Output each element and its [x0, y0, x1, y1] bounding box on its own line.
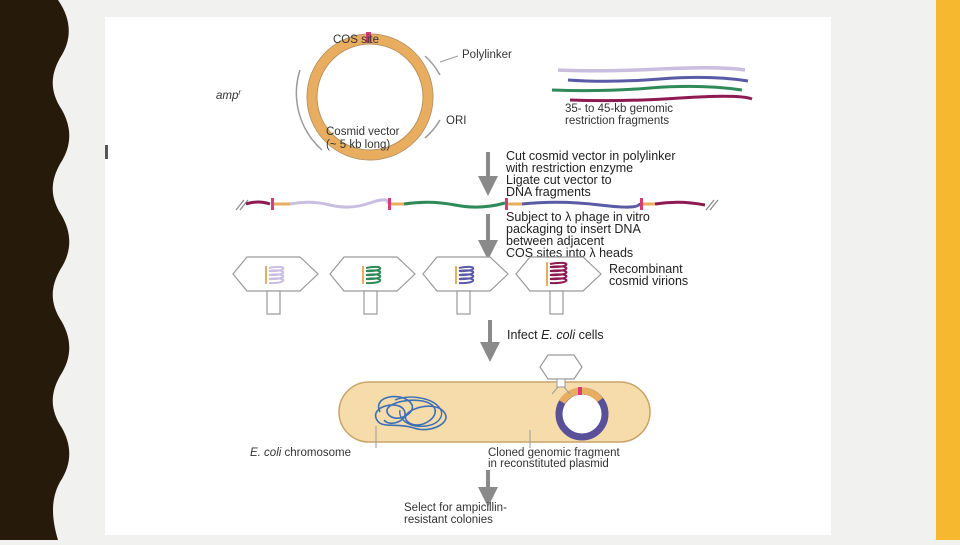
fragment-lavender	[557, 65, 746, 73]
fragment-green	[551, 84, 743, 93]
cut-step-line2: with restriction enzyme	[505, 161, 633, 175]
package-step-line3: between adjacent	[506, 234, 605, 248]
attached-phage	[539, 354, 583, 395]
amp-region-arc	[295, 69, 323, 151]
fragment-maroon	[569, 94, 753, 103]
ecoli-cell	[338, 381, 651, 443]
virions-label-line1: Recombinant	[609, 262, 683, 276]
chromosome-tangle	[375, 395, 447, 431]
cut-step-line4: DNA fragments	[506, 185, 591, 199]
polylinker-arc	[424, 55, 441, 76]
ori-label: ORI	[446, 115, 466, 127]
package-step-line1: Subject to λ phage in vitro	[506, 210, 650, 224]
cloned-fragment-label-line1: Cloned genomic fragment	[488, 447, 620, 459]
phage-head-green	[329, 256, 416, 315]
ori-arc	[424, 119, 441, 139]
cos-site-label: COS site	[333, 34, 379, 46]
right-accent-band	[936, 0, 960, 540]
cosmid-vector: COS site Polylinker ampr ORI Cosmid vect…	[216, 32, 512, 161]
chromosome-label: E. coli chromosome	[250, 447, 351, 459]
small-mark	[105, 145, 108, 159]
ligated-concatemer	[235, 198, 719, 211]
cloned-fragment-label-line2: in reconstituted plasmid	[488, 458, 609, 470]
package-step-line2: packaging to insert DNA	[506, 222, 641, 236]
left-decorative-band	[0, 0, 72, 540]
genomic-fragments: 35- to 45-kb genomic restriction fragmen…	[551, 65, 753, 127]
cos-site-mark	[366, 32, 371, 43]
fragments-label-line1: 35- to 45-kb genomic	[565, 103, 673, 115]
cut-step-line1: Cut cosmid vector in polylinker	[506, 149, 676, 163]
select-step-line1: Select for ampicillin-	[404, 502, 507, 514]
phage-head-blue	[422, 256, 509, 315]
cut-step-line3: Ligate cut vector to	[506, 173, 612, 187]
infect-step-label: Infect E. coli cells	[507, 328, 604, 342]
fragments-label-line2: restriction fragments	[565, 115, 669, 127]
polylinker-label: Polylinker	[462, 49, 512, 61]
vector-name-label: Cosmid vector	[326, 126, 400, 138]
virions-label-line2: cosmid virions	[609, 274, 688, 288]
phage-head-lavender	[232, 256, 319, 315]
wavy-edge-shape	[0, 0, 70, 540]
amp-label: ampr	[216, 88, 241, 103]
vector-size-label: (~ 5 kb long)	[326, 139, 390, 151]
fragment-blue	[567, 75, 749, 83]
select-step-line2: resistant colonies	[404, 514, 493, 526]
phage-head-maroon	[515, 256, 602, 315]
